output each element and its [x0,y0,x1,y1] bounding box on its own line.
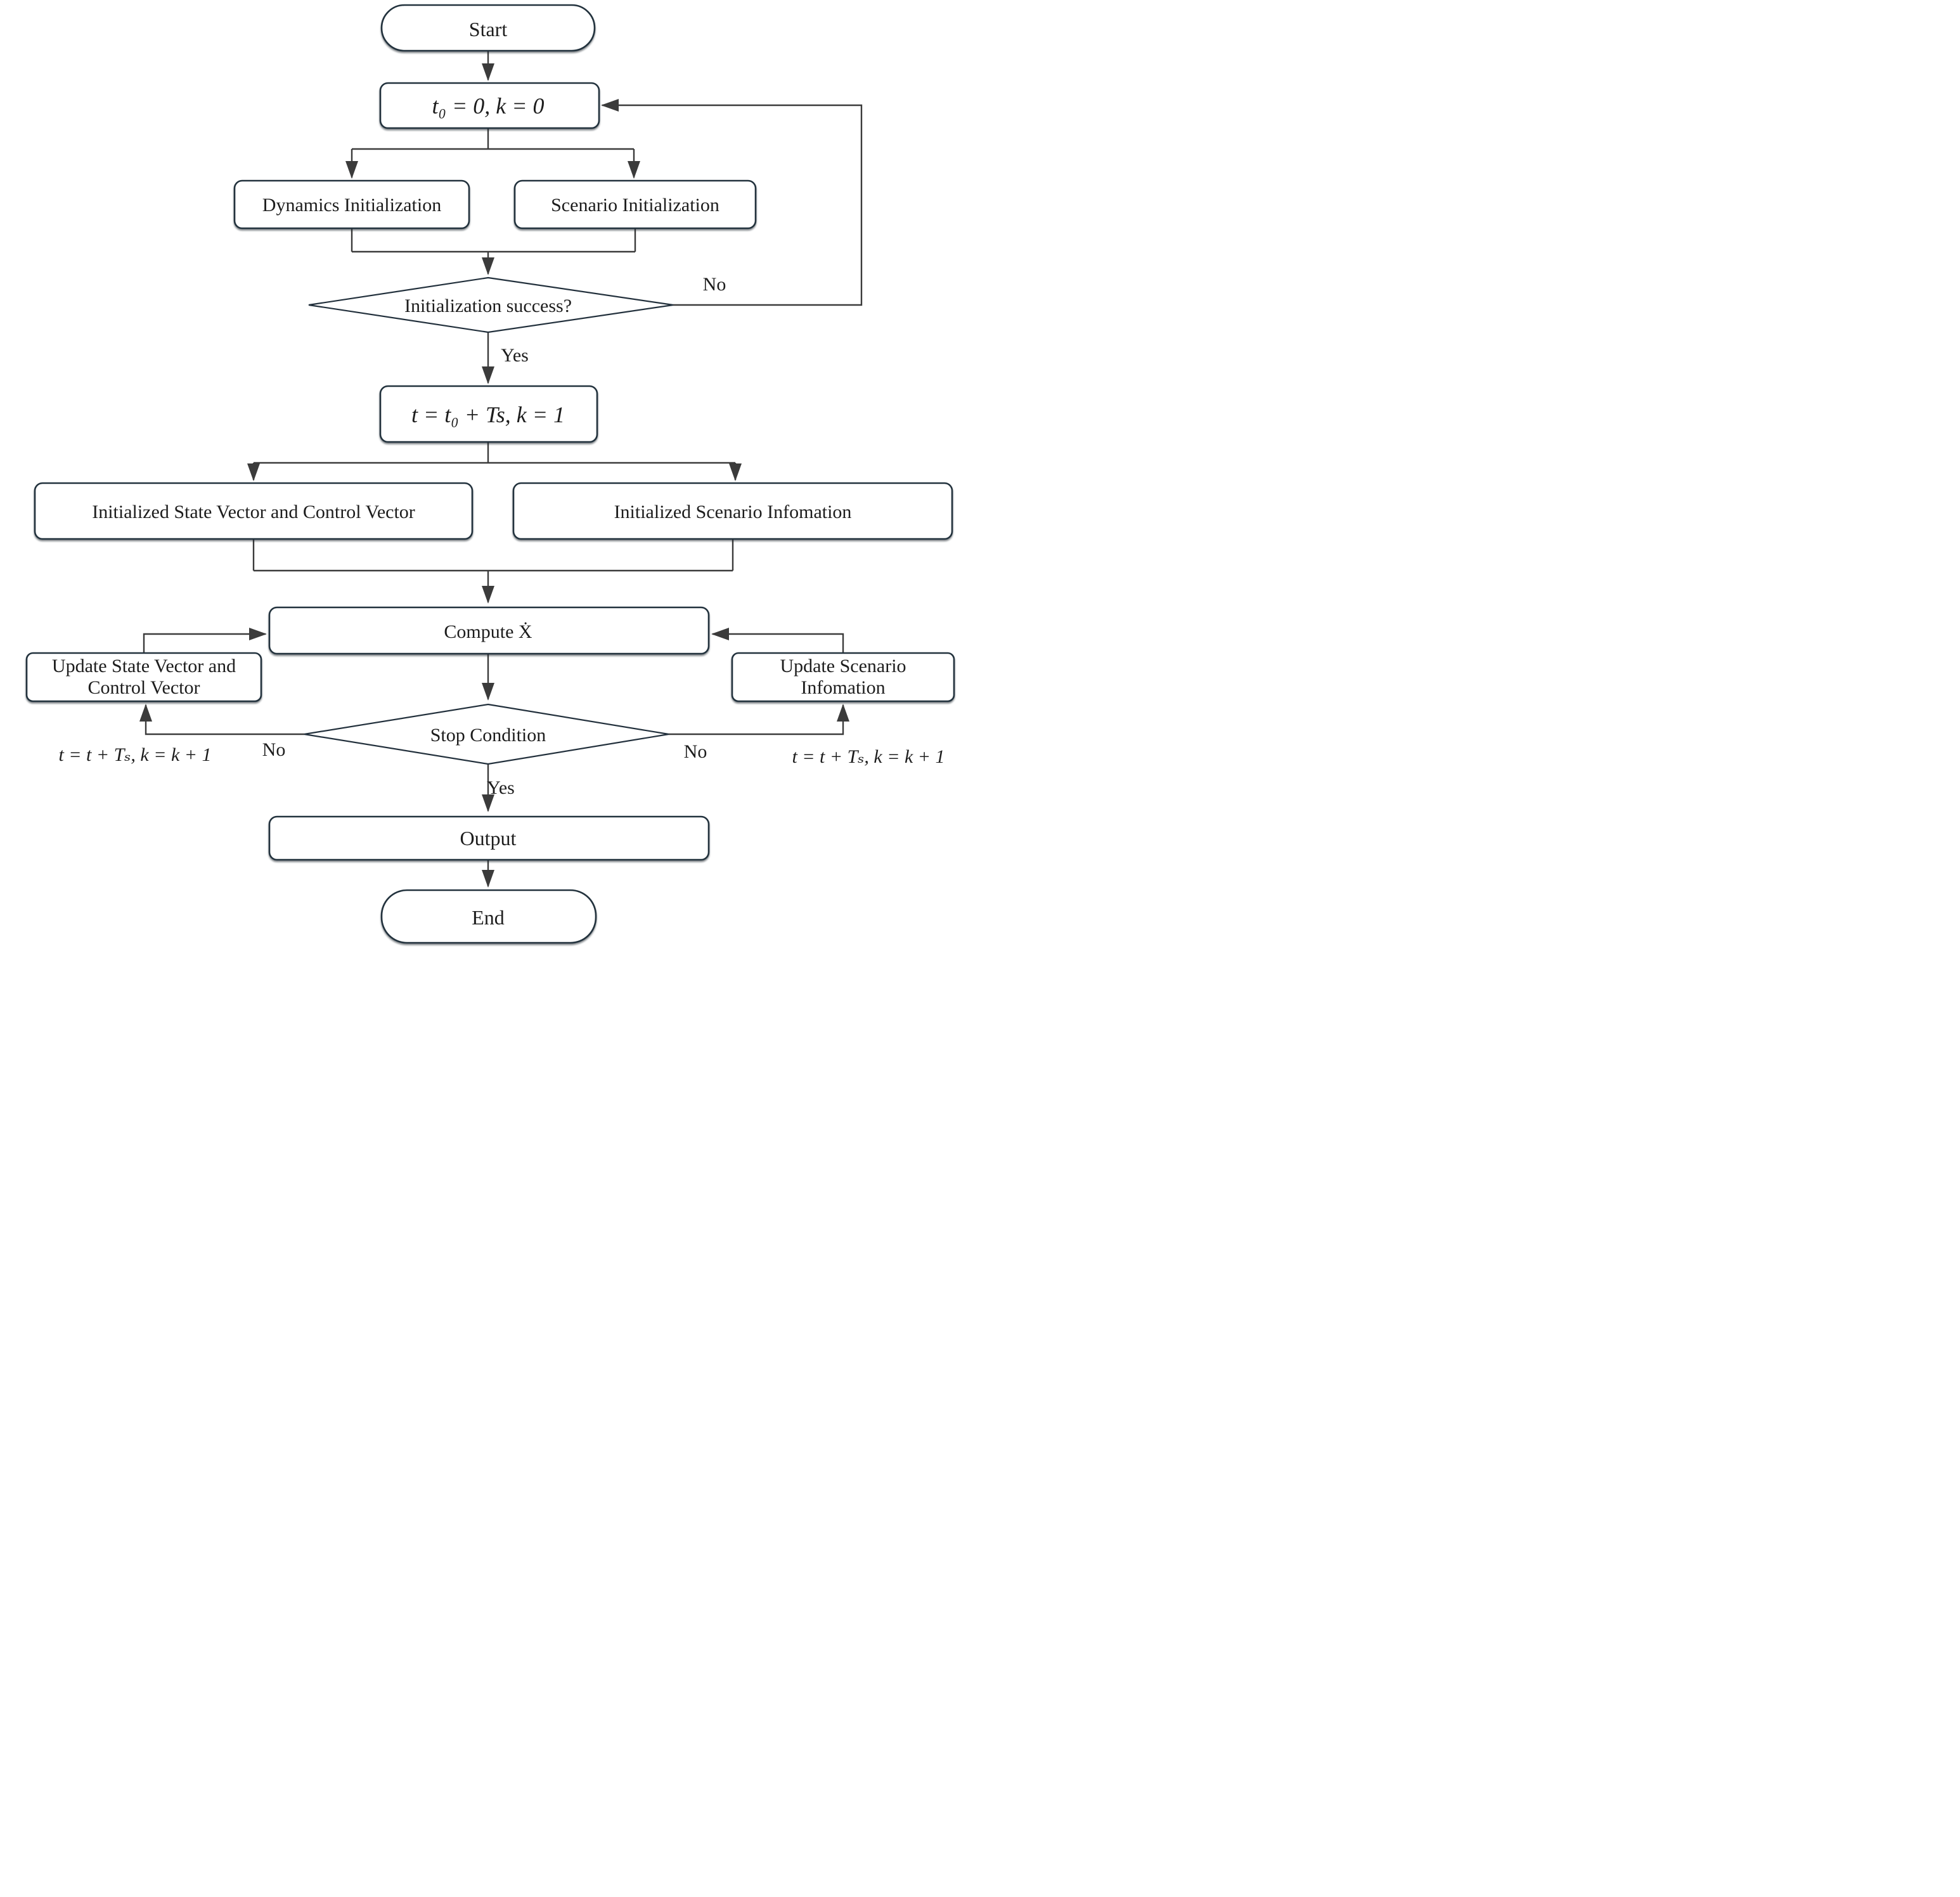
init-vars-shape [379,82,600,129]
no-label-left: No [262,739,286,760]
stop-condition-shape [304,703,669,765]
yes-label-init: Yes [501,345,529,366]
edge-merge-initialized [252,539,734,572]
init-success-label: Initialization success? [404,295,572,316]
init-scenario-info-shape [512,482,953,540]
node-output: Output [268,815,710,861]
no-label-right: No [684,741,707,762]
yes-label-stop: Yes [487,777,515,798]
output-label: Output [460,827,517,850]
node-start: Start [380,4,596,52]
edge-update-scenario-to-compute [711,628,844,653]
update-state-vector-label-line1: Update State Vector and [52,656,236,677]
edge-init-vars-split [352,128,634,150]
node-update-state-vector: Update State Vector and Control Vector [25,652,262,702]
stop-condition-label: Stop Condition [430,725,546,746]
no-label-top: No [703,274,726,295]
edge-labels: No Yes No No Yes t = t + Tₛ, k = k + 1 t… [58,274,945,798]
end-shape [380,889,597,944]
compute-shape [268,606,710,655]
set-time-shape [379,385,598,443]
output-shape [268,815,710,861]
update-scenario-info-label-line2: Infomation [801,677,885,698]
end-label: End [472,906,505,929]
update-scenario-info-shape [731,652,955,702]
node-compute: Compute Ẋ [268,606,710,655]
increment-right-label: t = t + Tₛ, k = k + 1 [792,746,945,767]
node-set-time: t = t₀ + Ts, k = 1 [379,385,598,443]
start-label: Start [469,18,508,41]
edge-merge-initializations [351,228,636,253]
connectors [139,51,863,888]
node-update-scenario-info: Update Scenario Infomation [731,652,955,702]
increment-left-label: t = t + Tₛ, k = k + 1 [58,744,211,765]
node-init-scenario-info: Initialized Scenario Infomation [512,482,953,540]
node-dynamics-init: Dynamics Initialization [233,179,470,230]
edge-no-loop-top [601,99,863,306]
flowchart-canvas: Start t₀ = 0, k = 0 Dynamics Initializat… [0,0,980,948]
scenario-init-shape [513,179,757,230]
node-stop-condition-diamond: Stop Condition [304,703,669,765]
edge-set-time-split [254,442,735,464]
set-time-label: t = t₀ + Ts, k = 1 [411,402,565,427]
init-vars-label: t₀ = 0, k = 0 [432,93,544,119]
dynamics-init-shape [233,179,470,230]
node-init-success-diamond: Initialization success? [308,276,674,333]
compute-label: Compute Ẋ [444,621,532,642]
edge-no-right [669,704,849,735]
node-scenario-init: Scenario Initialization [513,179,757,230]
node-init-vars: t₀ = 0, k = 0 [379,82,600,129]
node-end: End [380,889,597,944]
edge-update-state-to-compute [143,628,267,653]
init-scenario-info-label: Initialized Scenario Infomation [614,502,852,522]
update-state-vector-shape [25,652,262,702]
flowchart-svg: Start t₀ = 0, k = 0 Dynamics Initializat… [25,4,955,944]
init-success-shape [308,276,674,333]
init-state-vector-shape [34,482,474,540]
node-init-state-vector: Initialized State Vector and Control Vec… [34,482,474,540]
init-state-vector-label: Initialized State Vector and Control Vec… [92,502,415,522]
update-scenario-info-label-line1: Update Scenario [780,656,906,677]
update-state-vector-label-line2: Control Vector [88,677,200,698]
dynamics-init-label: Dynamics Initialization [262,195,441,216]
edge-no-left [139,704,304,735]
start-shape [380,4,596,52]
scenario-init-label: Scenario Initialization [551,195,719,216]
